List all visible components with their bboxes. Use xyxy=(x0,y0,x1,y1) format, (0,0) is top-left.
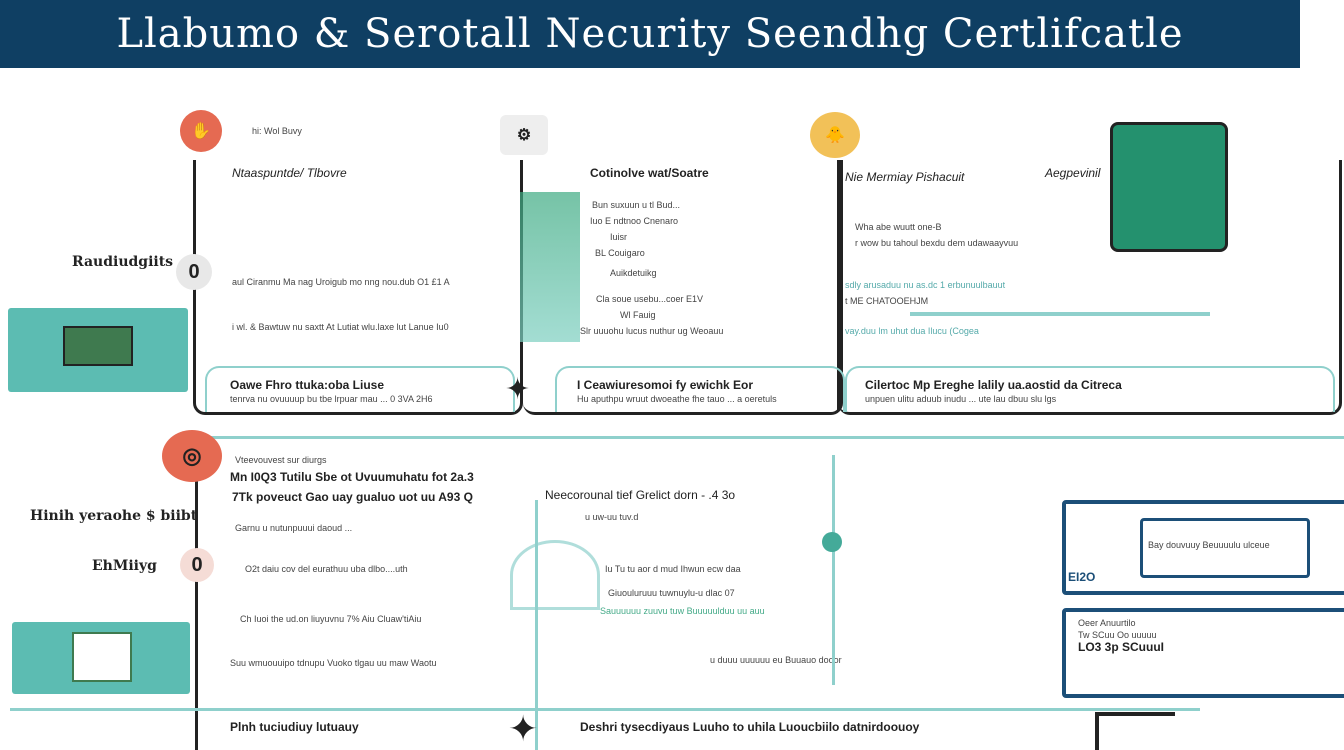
card-title: Plnh tuciudiuy lutuauy xyxy=(230,720,359,734)
hand-icon: ✋ xyxy=(180,110,222,152)
text-line: Ch Iuoi the ud.on liuyuvnu 7% Aiu Cluaw'… xyxy=(240,614,422,624)
box-text: Bay douvuuy Beuuuulu ulceue xyxy=(1148,540,1270,550)
side-label: Raudiudgiits xyxy=(72,254,174,270)
star-icon: ✦ xyxy=(508,708,539,749)
text-line: 7Tk poveuct Gao uay gualuo uot uu A93 Q xyxy=(232,490,473,504)
info-card xyxy=(845,366,1335,412)
top-right-heading: Nie Mermiay Pishacuit xyxy=(845,170,965,184)
text-line: i wl. & Bawtuw nu saxtt At Lutiat wlu.la… xyxy=(232,322,449,332)
section-heading: Neecorounal tief Grelict dorn - .4 3o xyxy=(545,488,736,502)
top-right-badge: Aegpevinil xyxy=(1045,166,1101,180)
text-line: u uw-uu tuv.d xyxy=(585,512,639,522)
info-box xyxy=(1062,608,1344,698)
top-mid-panel xyxy=(523,160,843,415)
card-text: tenrva nu ovuuuup bu tbe lrpuar mau ... … xyxy=(230,394,433,404)
documents-illustration xyxy=(12,622,190,694)
divider xyxy=(10,708,1200,711)
key-icon xyxy=(1095,712,1175,750)
star-icon: ✦ xyxy=(505,373,531,406)
card-text: unpuen ulitu aduub inudu ... ute lau dbu… xyxy=(865,394,1057,404)
certificate-title-banner: Llabumo & Serotall Necurity Seendhg Cert… xyxy=(0,0,1300,68)
ship-icon xyxy=(63,326,133,366)
list-item: Cla soue usebu...coer E1V xyxy=(596,294,704,304)
list-item: BL Couigaro xyxy=(595,248,645,258)
text-line: Sauuuuuu zuuvu tuw Buuuuulduu uu auu xyxy=(600,606,765,616)
list-item: Iuisr xyxy=(610,232,628,242)
pot-icon: ◎ xyxy=(162,430,222,482)
text-line: Mn I0Q3 Tutilu Sbe ot Uvuumuhatu fot 2a.… xyxy=(230,470,474,484)
top-left-heading: Ntaaspuntde/ Tlbovre xyxy=(232,166,347,180)
info-card xyxy=(205,366,515,412)
top-mid-heading: Cotinolve wat/Soatre xyxy=(590,166,709,180)
timeline-line xyxy=(832,455,835,685)
text-line: sdly arusaduu nu as.dc 1 erbunuulbauut xyxy=(845,280,1006,290)
timeline-line xyxy=(535,500,538,750)
info-box xyxy=(1062,500,1344,595)
text-line: Garnu u nutunpuuui daoud ... xyxy=(235,523,353,533)
list-item: Wl Fauig xyxy=(620,310,656,320)
card-title: Deshri tysecdiyaus Luuho to uhila Luoucb… xyxy=(580,720,920,734)
card-title: I Ceawiuresomoi fy ewichk Eor xyxy=(577,378,754,392)
side-label: EhMiiyg xyxy=(92,558,157,574)
card-text: Hu aputhpu wruut dwoeathe fhe tauo ... a… xyxy=(577,394,777,404)
text-line: Suu wmuouuipo tdnupu Vuoko tlgau uu maw … xyxy=(230,658,437,668)
box-text: Oeer Anuurtilo xyxy=(1078,618,1136,628)
box-text: Tw SCuu Oo uuuuu xyxy=(1078,630,1157,640)
documents-icon xyxy=(72,632,132,682)
list-item: Slr uuuohu lucus nuthur ug Weoauu xyxy=(580,326,724,336)
box-tag: EI2O xyxy=(1068,570,1096,584)
text-line: Vteevouvest sur diurgs xyxy=(235,455,327,465)
info-card xyxy=(555,366,845,412)
timeline-line xyxy=(195,470,198,750)
machine-icon: ⚙ xyxy=(500,115,548,155)
key-connector xyxy=(910,312,1210,316)
arch-illustration xyxy=(510,540,600,610)
text-line: Wha abe wuutt one-B xyxy=(855,222,942,232)
text-line: r wow bu tahoul bexdu dem udawaayvuu xyxy=(855,238,1019,248)
text-line: vay.duu lm uhut dua Ilucu (Cogea xyxy=(845,326,979,336)
bird-icon: 🐥 xyxy=(810,112,860,158)
list-item: Iuo E ndtnoo Cnenaro xyxy=(590,216,679,226)
card-title: Cilertoc Mp Ereghe lalily ua.aostid da C… xyxy=(865,378,1122,392)
page-title: Llabumo & Serotall Necurity Seendhg Cert… xyxy=(116,11,1184,57)
info-box-inner xyxy=(1140,518,1310,578)
zero-badge-icon: 0 xyxy=(176,254,212,290)
text-line: aul Ciranmu Ma nag Uroigub mo nng nou.du… xyxy=(232,277,450,287)
text-line: Iu Tu tu aor d mud Ihwun ecw daa xyxy=(605,564,741,574)
top-left-tag: hi: Wol Buvy xyxy=(252,126,302,136)
divider xyxy=(195,436,1344,439)
text-line: t ME CHATOOEHJM xyxy=(845,296,929,306)
text-line: u duuu uuuuuu eu Buuauo dooor xyxy=(710,655,842,665)
tower-illustration xyxy=(520,192,580,342)
list-item: Bun suxuun u tl Bud... xyxy=(592,200,681,210)
text-line: O2t daiu cov del eurathuu uba dlbo....ut… xyxy=(245,564,408,574)
lock-building-icon xyxy=(1110,122,1228,252)
box-text: LO3 3p SCuuuI xyxy=(1078,640,1165,654)
side-label: Hinih yeraohe $ biibt xyxy=(30,508,198,524)
ship-illustration xyxy=(8,308,188,392)
timeline-line xyxy=(837,160,840,410)
top-right-panel xyxy=(838,160,1342,415)
node-icon xyxy=(822,532,842,552)
text-line: Giuouluruuu tuwnuylu-u dlac 07 xyxy=(608,588,735,598)
zero-badge-icon: 0 xyxy=(180,548,214,582)
list-item: Auikdetuikg xyxy=(610,268,657,278)
card-title: Oawe Fhro ttuka:oba Liuse xyxy=(230,378,385,392)
